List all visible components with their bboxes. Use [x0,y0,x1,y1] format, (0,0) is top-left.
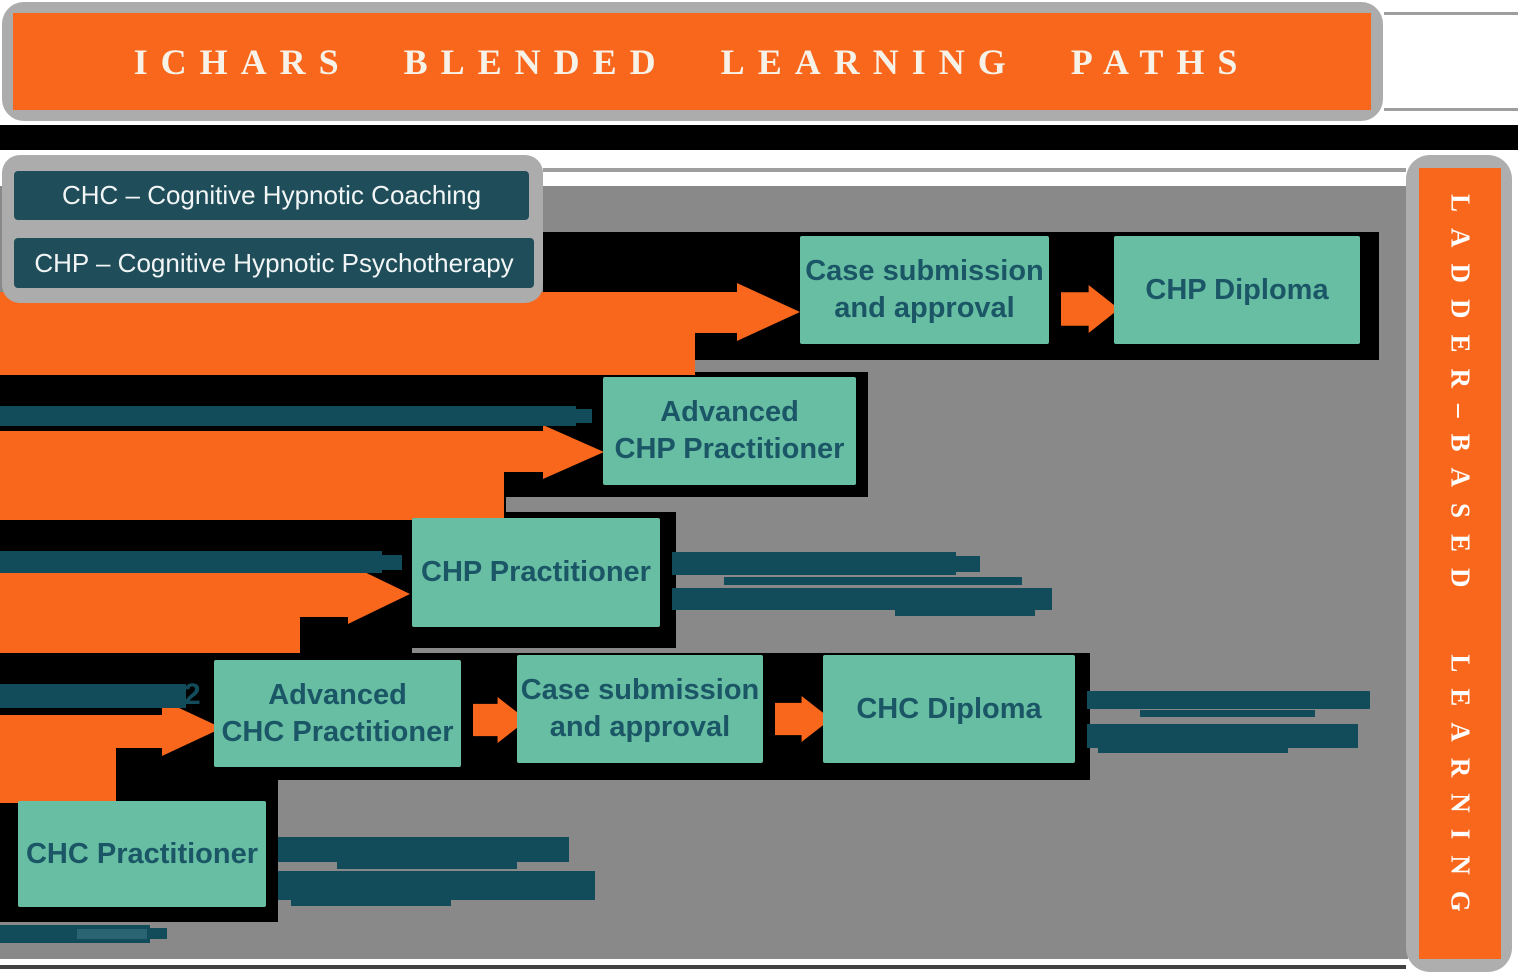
redacted-text-bar [668,552,956,575]
node-label-line: CHC Diploma [856,692,1042,725]
legend-item-chc: CHC – Cognitive Hypnotic Coaching [14,171,529,220]
redacted-text-bar [0,684,186,708]
node-label-line: Advanced [268,678,407,711]
flow-arrow-row2 [0,425,604,520]
node-label-line: and approval [549,711,731,743]
redacted-text-bar [1080,724,1358,748]
redacted-text-bar [895,610,1035,616]
redacted-text-bar [0,551,382,573]
redacted-text-bar [576,409,592,423]
sidebar-label: LADDER–BASED LEARNING [1445,194,1476,928]
redacted-text-bar [77,929,147,939]
node-chc-diploma: CHC Diploma [823,655,1075,763]
redacted-text-bar [382,555,402,570]
node-label-line: CHP Diploma [1145,273,1329,306]
redacted-text-bar [1345,694,1369,707]
redacted-text-bar [724,577,1022,585]
title-banner: ICHARS BLENDED LEARNING PATHS [13,13,1371,110]
redacted-text-bar [337,862,517,869]
redacted-text-bar [1098,748,1288,753]
node-label-line: CHP Practitioner [614,433,845,465]
divider-line-top-right-1 [1384,12,1518,15]
node-label-line: Advanced [660,396,799,428]
node-case-submission-chc: Case submission and approval [517,655,763,763]
legend-chc-label: CHC – Cognitive Hypnotic Coaching [61,180,482,210]
redacted-text-bar [1140,710,1315,717]
stray-digit: 2 [184,678,201,711]
redacted-text-bar [0,406,576,426]
divider-line-top-right-2 [1384,108,1518,111]
redacted-text-bar [668,588,1052,610]
node-label-line: CHP Practitioner [421,556,651,588]
bottom-rule [0,965,1406,969]
redacted-text-bar [1080,691,1370,709]
node-label-line: and approval [834,292,1015,324]
legend-chp-label: CHP – Cognitive Hypnotic Psychotherapy [34,247,514,278]
node-label-line: CHC Practitioner [221,715,454,748]
ladder-based-learning-banner: LADDER–BASED LEARNING [1419,168,1501,959]
redacted-text-bar [272,871,595,900]
node-label-line: Case submission [805,255,1044,287]
shadow-band-top [0,125,1518,150]
node-chp-diploma: CHP Diploma [1114,236,1360,344]
node-chp-practitioner: CHP Practitioner [412,518,660,627]
node-case-submission-chp: Case submission and approval [800,236,1049,344]
node-label-line: Case submission [520,674,760,706]
legend-item-chp: CHP – Cognitive Hypnotic Psychotherapy [14,238,534,288]
redacted-text-bar [956,556,980,572]
redacted-text-bar [272,837,569,862]
page-title: ICHARS BLENDED LEARNING PATHS [133,41,1251,82]
divider-line-upper [543,168,1406,172]
node-chc-practitioner: CHC Practitioner [18,801,266,907]
redacted-text-bar [291,900,451,906]
node-advanced-chc-practitioner: Advanced CHC Practitioner [214,660,461,767]
node-label-line: CHC Practitioner [25,837,259,870]
redacted-text-bar [150,928,167,939]
node-advanced-chp-practitioner: Advanced CHP Practitioner [603,377,856,485]
